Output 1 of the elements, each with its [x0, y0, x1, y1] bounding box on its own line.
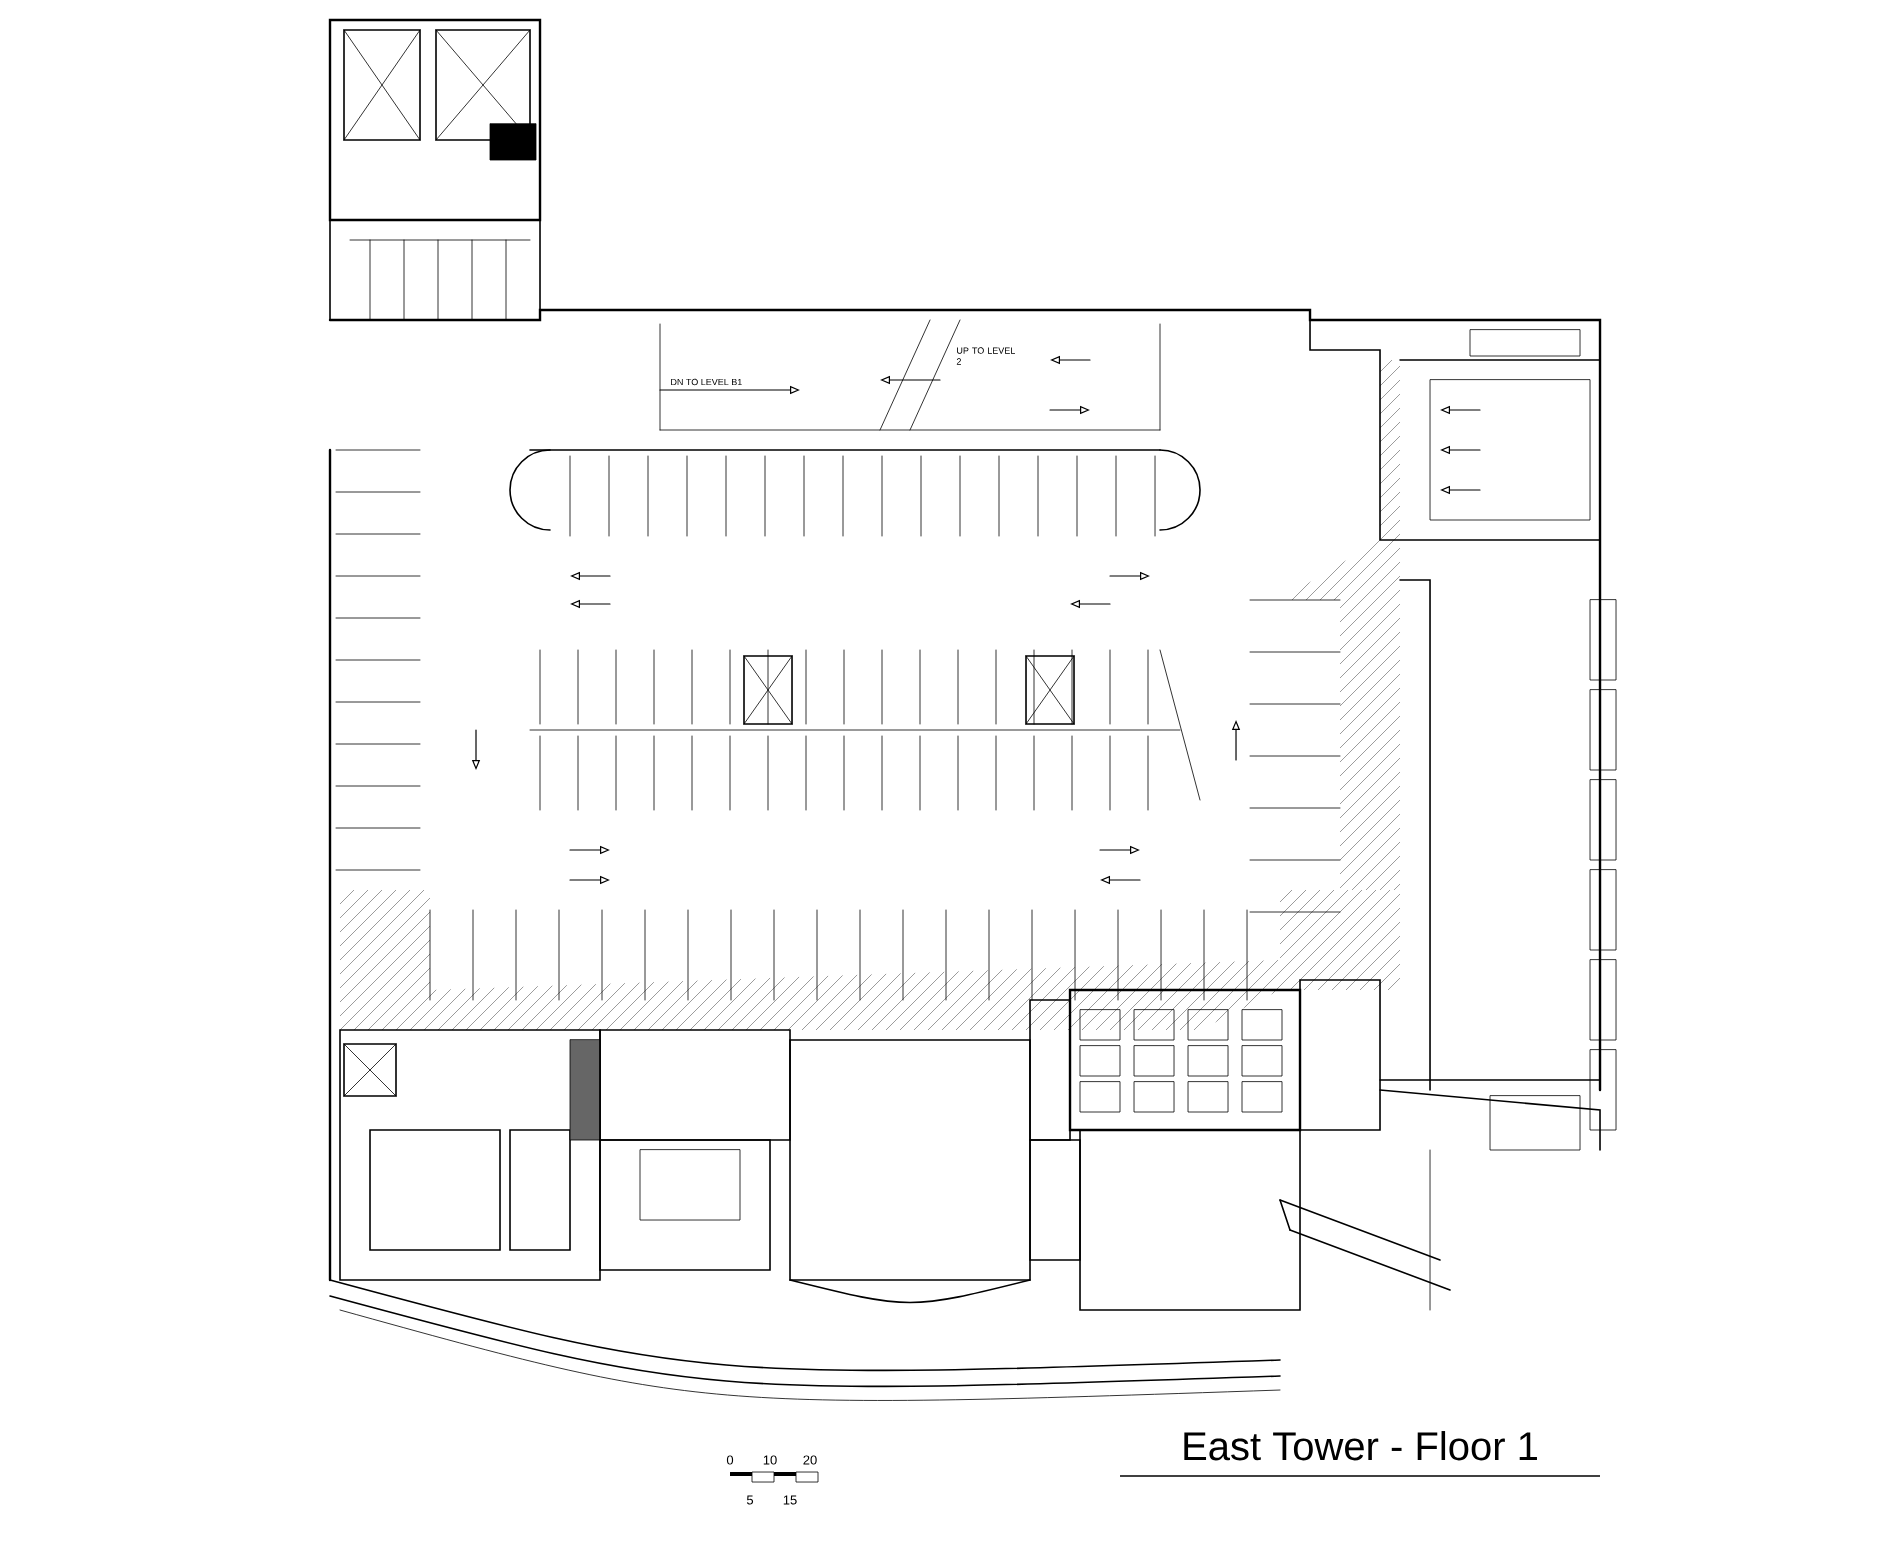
title: East Tower - Floor 1	[1184, 1431, 1537, 1461]
